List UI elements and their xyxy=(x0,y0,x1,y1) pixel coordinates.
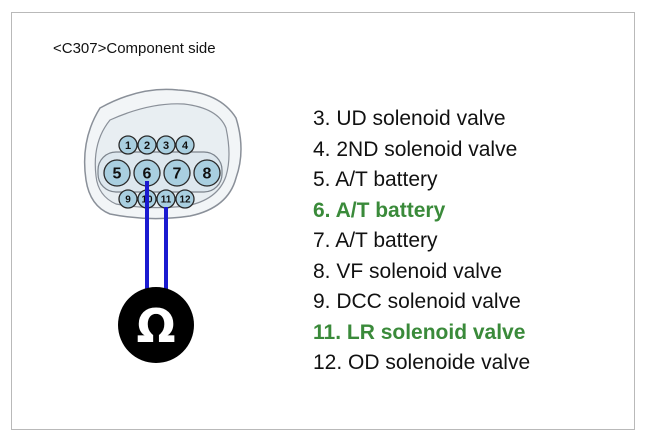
pin-description: 9. DCC solenoid valve xyxy=(313,290,521,313)
connector-pin: 5 xyxy=(103,159,131,187)
pin-description-list: 3. UD solenoid valve 4. 2ND solenoid valv… xyxy=(313,104,530,379)
connector-pin: 3 xyxy=(156,135,176,155)
pin-number: 1 xyxy=(125,140,131,152)
pin-number: 9 xyxy=(125,195,131,206)
pin-number: 4 xyxy=(182,140,189,152)
probe-wires xyxy=(145,181,168,295)
pin-description: 6. A/T battery xyxy=(313,198,446,222)
pin-description: 11. LR solenoid valve xyxy=(313,320,526,344)
connector-pin: 12 xyxy=(175,189,195,209)
connector-pin: 8 xyxy=(193,159,221,187)
middle-pin-row: 5 6 7 8 xyxy=(103,159,221,187)
pin-number: 3 xyxy=(163,140,169,152)
pin-number: 2 xyxy=(144,140,150,152)
pin-number: 12 xyxy=(179,195,191,206)
pin-description: 8. VF solenoid valve xyxy=(313,259,503,283)
pin-description: 12. OD solenoide valve xyxy=(313,351,531,374)
connector-pin: 6 xyxy=(133,159,161,187)
pin-description: 7. A/T battery xyxy=(313,229,438,252)
pin-number: 6 xyxy=(143,166,152,183)
connector-pin: 11 xyxy=(156,189,176,209)
pin-description: 5. A/T battery xyxy=(313,168,438,191)
connector-pin: 2 xyxy=(137,135,157,155)
pin-number: 5 xyxy=(113,166,122,183)
pin-description: 4. 2ND solenoid valve xyxy=(313,137,518,161)
pin-number: 8 xyxy=(203,166,212,183)
pin-number: 11 xyxy=(161,195,172,206)
connector-pin: 9 xyxy=(118,189,138,209)
ohm-symbol: Ω xyxy=(136,299,175,353)
pin-description: 3. UD solenoid valve xyxy=(313,107,506,130)
ohmmeter-icon xyxy=(118,287,194,363)
pin-number: 7 xyxy=(173,166,182,183)
diagram-frame xyxy=(11,12,635,430)
top-pin-row: 1 2 3 4 xyxy=(118,135,195,155)
connector-pin: 7 xyxy=(163,159,191,187)
connector-caption: <C307>Component side xyxy=(53,40,216,57)
connector-pin: 4 xyxy=(175,135,195,155)
connector-pin: 1 xyxy=(118,135,138,155)
